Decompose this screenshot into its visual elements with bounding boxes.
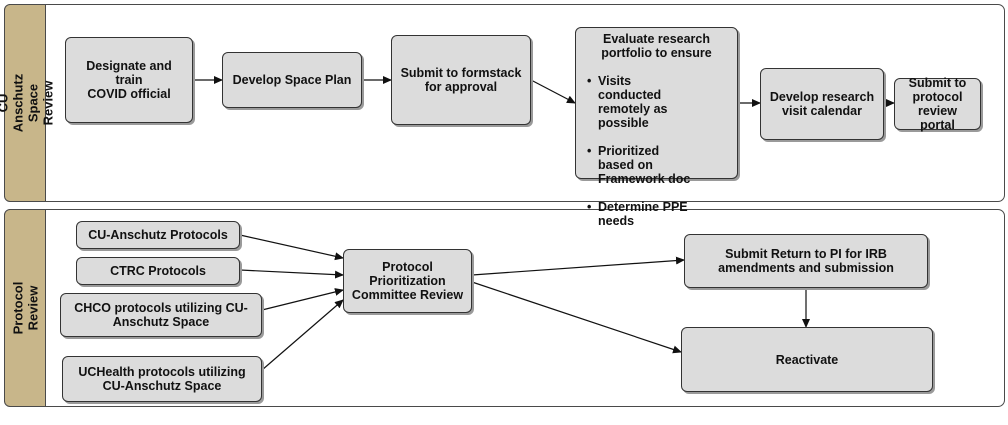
node-designate-label: Designate and train COVID official: [86, 59, 172, 101]
node-develop-space-plan: Develop Space Plan: [222, 52, 362, 108]
evaluate-intro: Evaluate research portfolio to ensure: [601, 32, 712, 60]
arrow-committee-to-reactivate: [471, 281, 682, 354]
evaluate-bullet-prioritized: Prioritized based on Framework doc: [587, 144, 690, 186]
node-committee-review: Protocol Prioritization Committee Review: [343, 249, 472, 313]
node-cu-anschutz-protocols: CU-Anschutz Protocols: [76, 221, 240, 249]
node-designate-covid-official: Designate and train COVID official: [65, 37, 193, 123]
evaluate-bullet-visits: Visits conducted remotely as possible: [587, 74, 690, 130]
node-formstack-label: Submit to formstack for approval: [400, 66, 522, 94]
evaluate-bullet-ppe: Determine PPE needs: [587, 200, 690, 228]
node-reactivate-label: Reactivate: [775, 352, 839, 367]
node-return-label: Submit Return to PI for IRB amendments a…: [718, 247, 894, 275]
node-calendar-label: Develop research visit calendar: [769, 90, 875, 118]
node-cu-protocols-label: CU-Anschutz Protocols: [88, 228, 228, 242]
arrow-ctrc-to-committee: [239, 269, 344, 279]
node-chco-protocols: CHCO protocols utilizing CU- Anschutz Sp…: [60, 293, 262, 337]
lane-label-space-review: CU Anschutz Space Review: [0, 4, 55, 202]
arrow-cu-to-committee: [239, 234, 344, 261]
node-evaluate-portfolio: Evaluate research portfolio to ensure Vi…: [575, 27, 738, 228]
node-ctrc-protocols: CTRC Protocols: [76, 257, 240, 285]
node-ctrc-label: CTRC Protocols: [110, 264, 206, 278]
node-submit-protocol-portal: Submit to protocol review portal: [894, 76, 981, 132]
node-portal-label: Submit to protocol review portal: [908, 76, 967, 132]
node-chco-label: CHCO protocols utilizing CU- Anschutz Sp…: [74, 301, 248, 329]
arrow-formstack-to-evaluate: [530, 79, 576, 104]
node-reactivate: Reactivate: [681, 327, 933, 392]
node-uchealth-protocols: UCHealth protocols utilizing CU-Anschutz…: [62, 356, 262, 402]
evaluate-bullet-list: Visits conducted remotely as possible Pr…: [582, 60, 690, 242]
node-submit-formstack: Submit to formstack for approval: [391, 35, 531, 125]
arrow-committee-to-return: [471, 256, 685, 276]
node-uchealth-label: UCHealth protocols utilizing CU-Anschutz…: [78, 365, 246, 393]
node-space-plan-label: Develop Space Plan: [232, 73, 352, 87]
lane-label-protocol-review: Protocol Review: [4, 209, 46, 407]
node-return-to-pi: Submit Return to PI for IRB amendments a…: [684, 234, 928, 288]
node-committee-label: Protocol Prioritization Committee Review: [351, 260, 464, 302]
node-develop-visit-calendar: Develop research visit calendar: [760, 68, 884, 140]
arrow-chco-to-committee: [261, 288, 344, 311]
arrow-uchealth-to-committee: [261, 299, 344, 371]
